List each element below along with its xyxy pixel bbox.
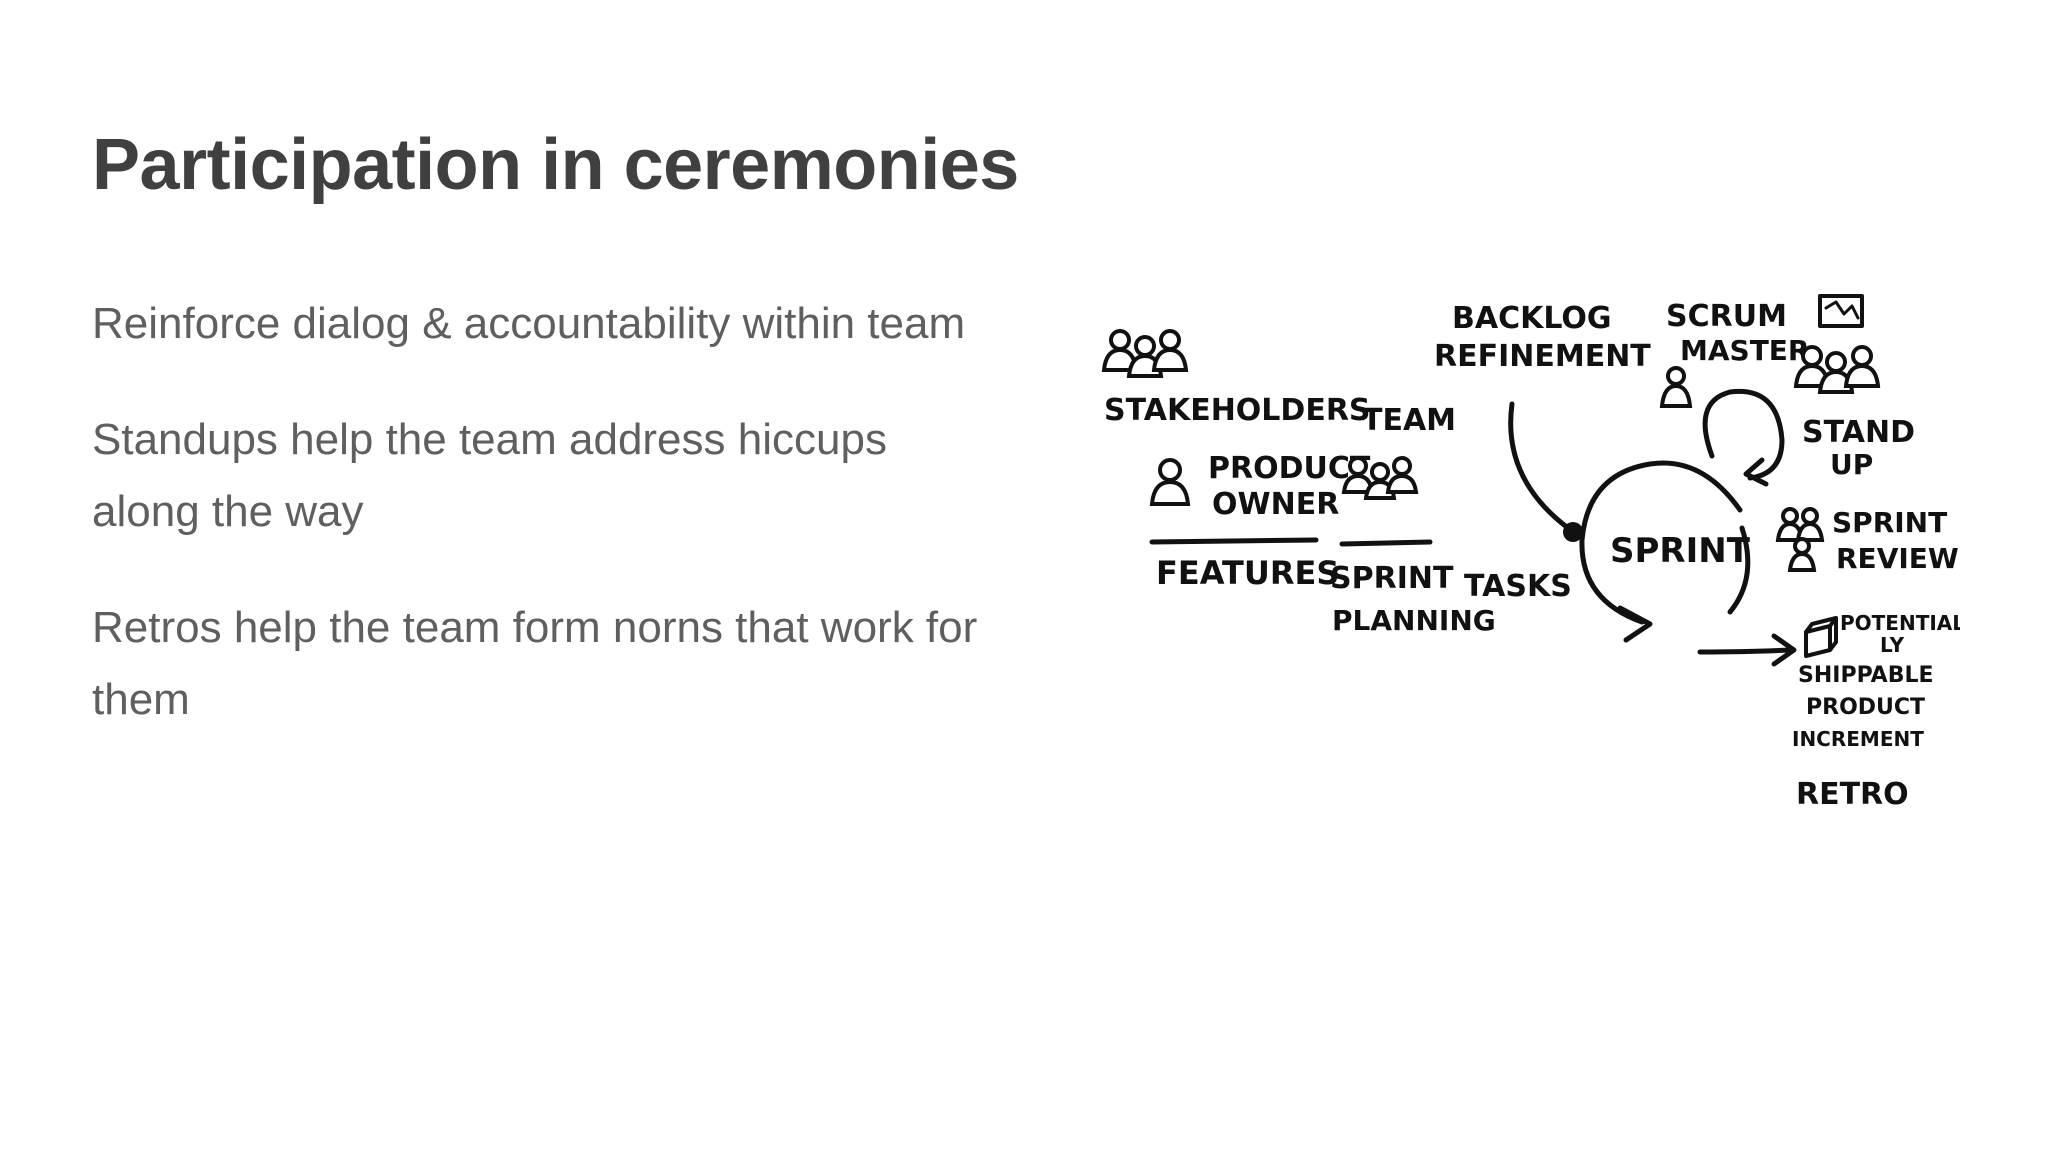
bullet-list: Reinforce dialog & accountability within… xyxy=(92,288,992,780)
psi-label: LY xyxy=(1880,633,1905,657)
retro-label: RETRO xyxy=(1796,777,1909,812)
increment-arrow xyxy=(1697,647,1793,655)
product-owner-person-icon xyxy=(1149,458,1191,506)
sprint-arrow-head xyxy=(1617,605,1653,643)
stakeholders-people-icon xyxy=(1101,329,1189,378)
psi-label: SHIPPABLE xyxy=(1798,663,1934,688)
bullet-item: Reinforce dialog & accountability within… xyxy=(92,299,966,348)
standup-people-icon xyxy=(1793,345,1881,394)
sprint-review-label: SPRINT xyxy=(1832,506,1947,539)
scrum-master-label: MASTER xyxy=(1680,334,1810,367)
sprint-cycle-arrow xyxy=(1727,525,1751,615)
increment-arrow-head xyxy=(1771,633,1797,667)
divider-line xyxy=(1149,537,1319,545)
scrum-master-person-icon xyxy=(1659,366,1693,408)
backlog-arrow xyxy=(1508,401,1571,531)
scrum-sketch-svg: STAKEHOLDERS PRODUCT OWNER FEATURES TEAM… xyxy=(1101,294,1960,812)
slide-title: Participation in ceremonies xyxy=(92,125,1019,205)
standup-arrow-head xyxy=(1743,457,1769,487)
backlog-refinement-label: REFINEMENT xyxy=(1434,339,1651,374)
sprint-label: SPRINT xyxy=(1610,531,1751,571)
scrum-master-label: SCRUM xyxy=(1666,299,1787,334)
team-label: TEAM xyxy=(1362,403,1456,438)
standup-label: STAND xyxy=(1802,415,1915,450)
board-icon xyxy=(1818,294,1864,328)
bullet-item: Standups help the team address hiccups a… xyxy=(92,415,887,536)
sprint-review-label: REVIEW xyxy=(1836,542,1959,575)
bullet-item: Retros help the team form norns that wor… xyxy=(92,603,978,724)
standup-label: UP xyxy=(1830,448,1873,481)
product-box-icon xyxy=(1804,616,1838,658)
psi-label: INCREMENT xyxy=(1792,727,1924,751)
psi-label: POTENTIAL- xyxy=(1840,611,1960,635)
product-owner-label: OWNER xyxy=(1212,487,1339,522)
sprint-entry-dot xyxy=(1563,522,1583,542)
backlog-refinement-label: BACKLOG xyxy=(1452,301,1612,336)
sprint-cycle-arrow xyxy=(1579,460,1743,625)
features-label: FEATURES xyxy=(1156,554,1339,592)
divider-line xyxy=(1339,539,1433,547)
scrum-process-sketch: STAKEHOLDERS PRODUCT OWNER FEATURES TEAM… xyxy=(1090,278,1960,828)
tasks-label: TASKS xyxy=(1464,569,1572,604)
sprint-planning-label: SPRINT xyxy=(1330,561,1454,596)
psi-label: PRODUCT xyxy=(1806,695,1925,720)
sprint-planning-label: PLANNING xyxy=(1332,604,1496,637)
stakeholders-label: STAKEHOLDERS xyxy=(1104,393,1371,428)
product-owner-label: PRODUCT xyxy=(1208,451,1371,486)
standup-loop-arrow xyxy=(1702,388,1785,481)
review-people-icon xyxy=(1775,507,1825,572)
team-people-icon xyxy=(1341,456,1419,500)
